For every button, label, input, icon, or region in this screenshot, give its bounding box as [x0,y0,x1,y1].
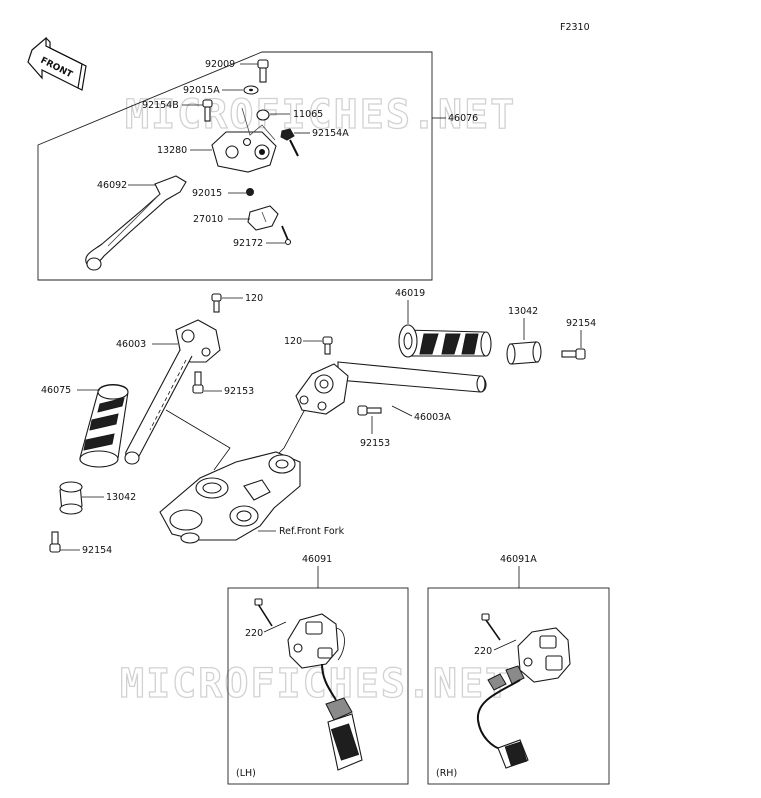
bolt-120-right [322,336,333,355]
label-92154-right: 92154 [566,318,596,329]
label-46003a: 46003A [414,412,451,423]
label-46075: 46075 [41,385,71,396]
rh-handlebar-switch [476,613,571,769]
rh-label: (RH) [436,768,457,779]
label-46091a: 46091A [500,554,537,565]
switch-27010 [247,205,279,231]
label-46019: 46019 [395,288,425,299]
bolt-92009 [257,59,269,83]
label-92154a: 92154A [312,128,349,139]
handlebar-46003a [295,361,487,415]
cap-11065 [256,109,270,121]
bolt-92154-left [49,531,61,553]
nut-92015 [246,188,254,196]
lever-holder-13280 [211,107,277,173]
label-13042-left: 13042 [106,492,136,503]
label-13280: 13280 [157,145,187,156]
lh-label: (LH) [236,768,256,779]
handlebar-46003 [124,319,221,465]
ref-front-fork: Ref.Front Fork [279,526,345,537]
label-92153-left: 92153 [224,386,254,397]
screw-92172 [281,225,292,246]
label-120-left: 120 [245,293,263,304]
label-92015a: 92015A [183,85,220,96]
label-220-right: 220 [474,646,492,657]
figure-code: F2310 [560,22,590,33]
bolt-92153-right [357,405,382,416]
label-11065: 11065 [293,109,323,120]
grip-46019 [398,324,492,358]
label-92172: 92172 [233,238,263,249]
lever-assembly-box [37,51,433,281]
label-120-right: 120 [284,336,302,347]
bar-end-13042-right [506,341,542,365]
clutch-lever-46092 [85,175,187,271]
front-direction-arrow: FRONT [27,36,87,91]
grip-46075 [79,383,129,468]
label-92009: 92009 [205,59,235,70]
label-46091: 46091 [302,554,332,565]
label-92153-right: 92153 [360,438,390,449]
bolt-92154b [202,99,213,122]
bolt-92154-right [561,348,586,360]
label-220-left: 220 [245,628,263,639]
label-46092: 46092 [97,180,127,191]
label-92015: 92015 [192,188,222,199]
watermark-top: MICROFICHES.NET [125,92,516,138]
label-27010: 27010 [193,214,223,225]
rh-switch-box [427,587,610,785]
lh-handlebar-switch [254,598,363,771]
label-92154-left: 92154 [82,545,112,556]
label-46003: 46003 [116,339,146,350]
label-46076: 46076 [448,113,478,124]
front-fork-triple-clamp [159,451,301,544]
bolt-120-left [211,293,222,313]
bar-end-13042-left [59,481,83,515]
watermark-bottom: MICROFICHES.NET [120,661,511,707]
bolt-92153-left [192,371,204,394]
bolt-92154a [280,128,299,157]
label-92154b: 92154B [142,100,179,111]
label-13042-right: 13042 [508,306,538,317]
